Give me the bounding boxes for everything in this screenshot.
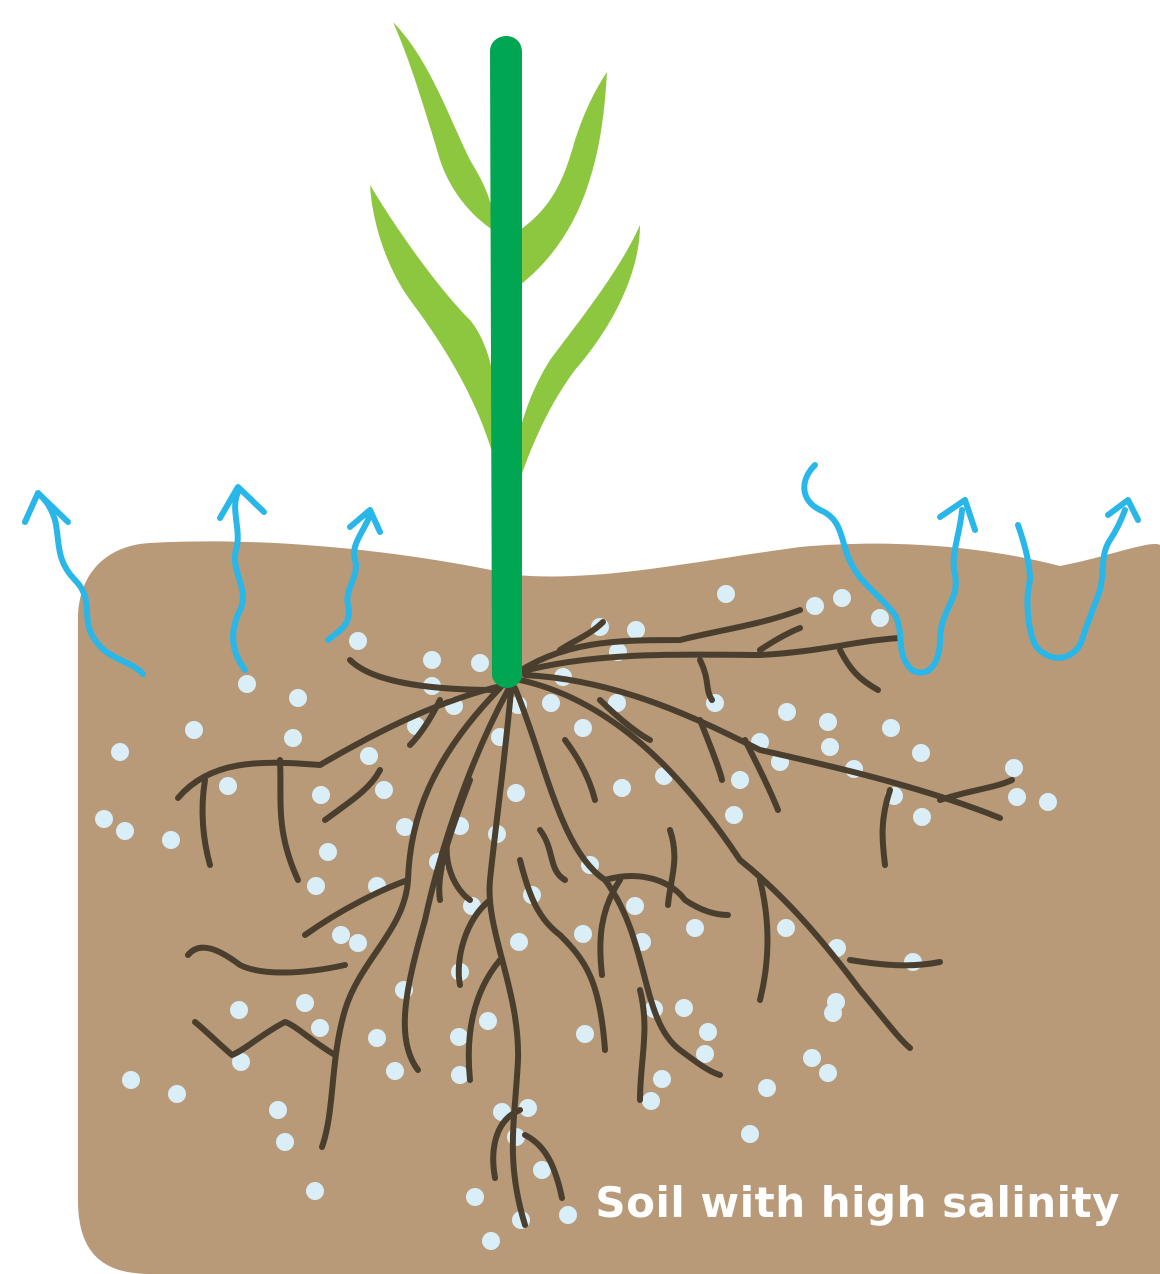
salt-particle-icon <box>574 925 592 943</box>
salt-particle-icon <box>613 779 631 797</box>
salt-particle-icon <box>368 1029 386 1047</box>
salt-particle-icon <box>699 1023 717 1041</box>
salt-particle-icon <box>627 621 645 639</box>
salt-particle-icon <box>185 721 203 739</box>
salt-particle-icon <box>162 831 180 849</box>
salt-particle-icon <box>675 999 693 1017</box>
salt-particle-icon <box>284 729 302 747</box>
salt-particle-icon <box>375 781 393 799</box>
salt-particle-icon <box>778 703 796 721</box>
salt-particle-icon <box>821 738 839 756</box>
salt-particle-icon <box>276 1133 294 1151</box>
salt-particle-icon <box>450 1028 468 1046</box>
salt-particle-icon <box>311 1019 329 1037</box>
salt-particle-icon <box>819 1064 837 1082</box>
salt-particle-icon <box>510 933 528 951</box>
salt-particle-icon <box>95 810 113 828</box>
salt-particle-icon <box>871 609 889 627</box>
salt-particle-icon <box>122 1071 140 1089</box>
salt-particle-icon <box>466 1188 484 1206</box>
salt-particle-icon <box>296 994 314 1012</box>
salt-particle-icon <box>758 1079 776 1097</box>
salt-particle-icon <box>386 1062 404 1080</box>
salt-particle-icon <box>777 919 795 937</box>
salt-particle-icon <box>479 1012 497 1030</box>
salt-particle-icon <box>507 784 525 802</box>
salt-particle-icon <box>803 1049 821 1067</box>
salt-particle-icon <box>1008 788 1026 806</box>
salt-particle-icon <box>882 719 900 737</box>
leaf <box>520 72 607 285</box>
salt-particle-icon <box>238 675 256 693</box>
leaf <box>393 22 493 230</box>
salt-particle-icon <box>168 1085 186 1103</box>
salt-particle-icon <box>824 1004 842 1022</box>
salt-particle-icon <box>574 719 592 737</box>
salt-particle-icon <box>642 1092 660 1110</box>
salt-particle-icon <box>725 806 743 824</box>
salt-particle-icon <box>289 689 307 707</box>
salt-particle-icon <box>116 822 134 840</box>
salt-particle-icon <box>542 694 560 712</box>
salt-particle-icon <box>653 1070 671 1088</box>
salt-particle-icon <box>349 632 367 650</box>
salt-particle-icon <box>312 786 330 804</box>
salt-particle-icon <box>482 1232 500 1250</box>
salt-particle-icon <box>306 1182 324 1200</box>
salt-particle-icon <box>731 771 749 789</box>
salt-particle-icon <box>471 654 489 672</box>
salt-particle-icon <box>360 747 378 765</box>
salt-particle-icon <box>230 1001 248 1019</box>
salt-particle-icon <box>219 777 237 795</box>
leaf <box>370 185 499 470</box>
stem <box>490 36 522 688</box>
salt-particle-icon <box>319 843 337 861</box>
salt-particle-icon <box>576 1025 594 1043</box>
salt-particle-icon <box>423 651 441 669</box>
salt-particle-icon <box>819 713 837 731</box>
salt-particle-icon <box>912 744 930 762</box>
salt-particle-icon <box>1005 759 1023 777</box>
salt-particle-icon <box>269 1101 287 1119</box>
salt-particle-icon <box>741 1125 759 1143</box>
salt-particle-icon <box>913 808 931 826</box>
salt-particle-icon <box>833 589 851 607</box>
salt-particle-icon <box>349 934 367 952</box>
salt-particle-icon <box>111 743 129 761</box>
salt-particle-icon <box>717 585 735 603</box>
salt-particle-icon <box>307 877 325 895</box>
soil-caption: Soil with high salinity <box>560 1178 1120 1227</box>
salt-particle-icon <box>806 597 824 615</box>
salt-particle-icon <box>626 897 644 915</box>
salt-particle-icon <box>1039 793 1057 811</box>
salt-particle-icon <box>686 919 704 937</box>
salt-particle-icon <box>332 926 350 944</box>
